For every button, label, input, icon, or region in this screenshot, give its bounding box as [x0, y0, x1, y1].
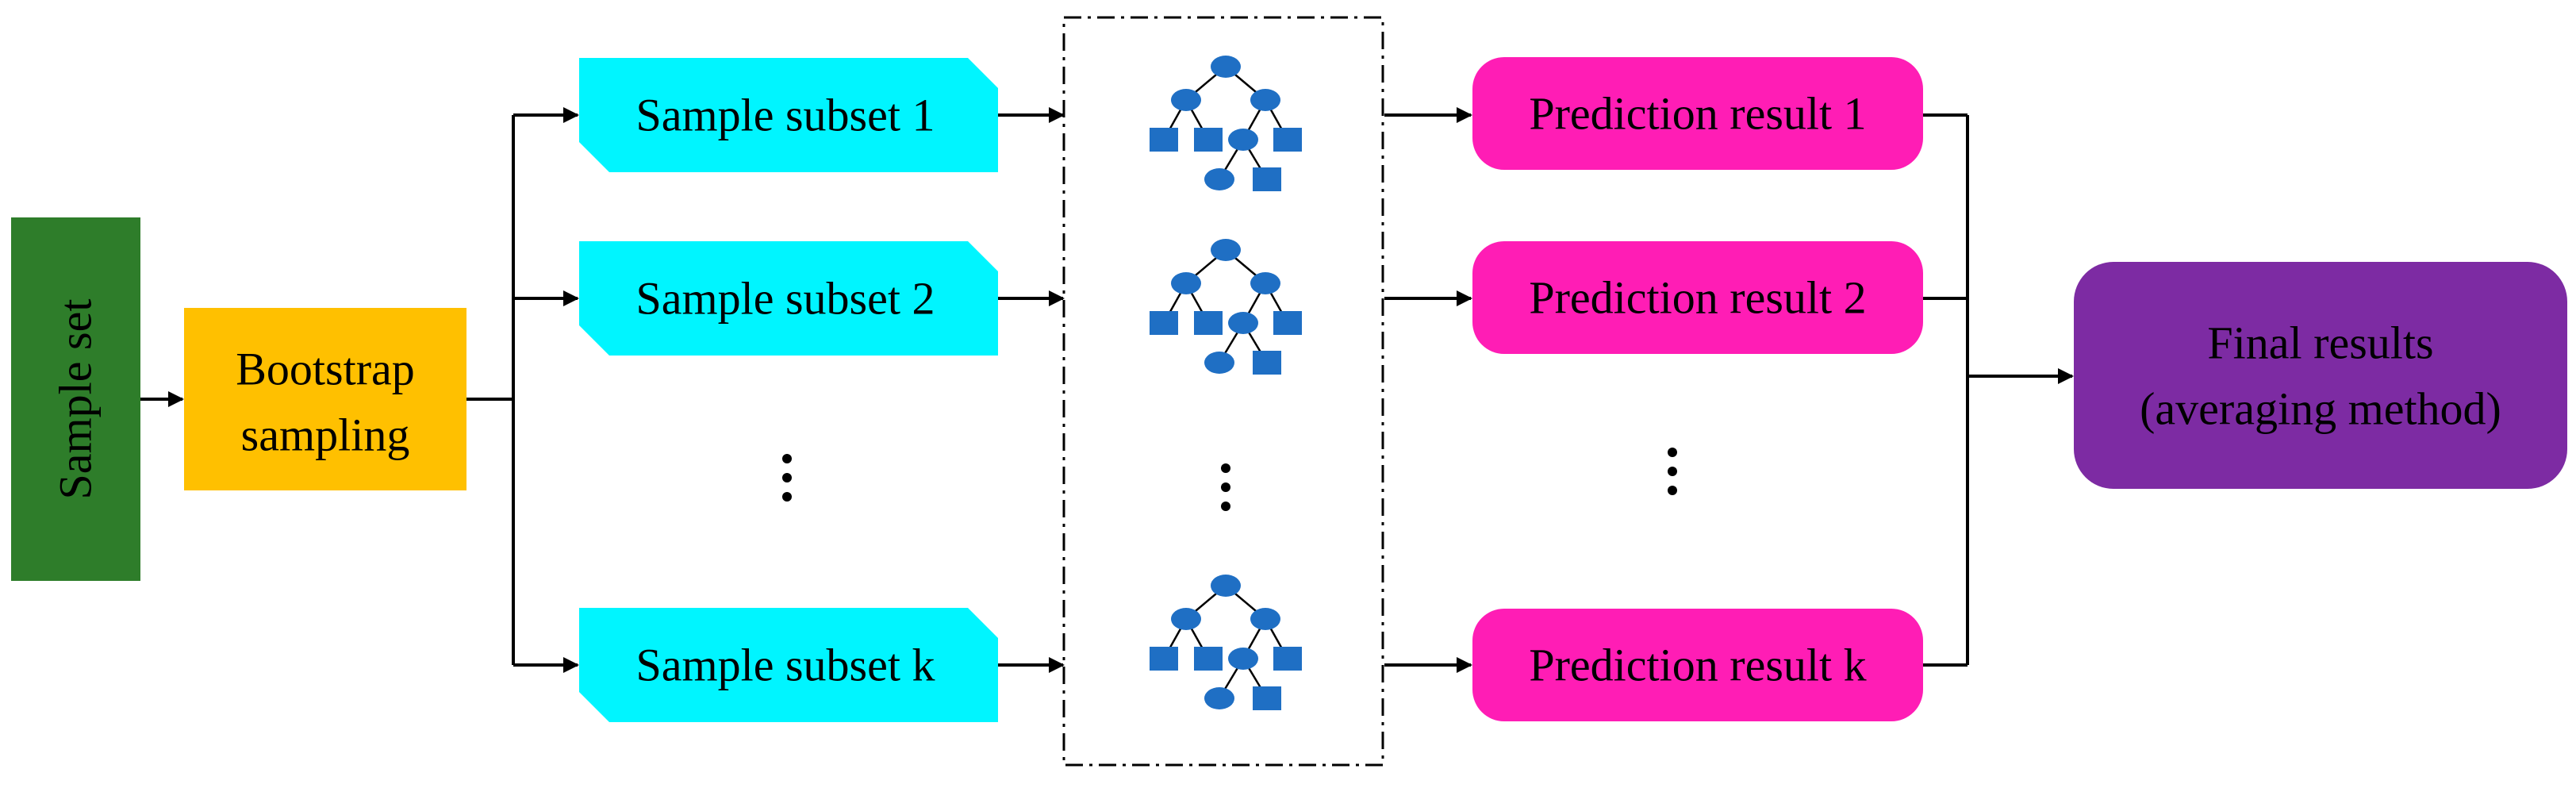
tree-split-node: [1250, 608, 1280, 630]
final-results-line1: Final results: [2207, 317, 2433, 369]
prediction-result-2-label: Prediction result 2: [1529, 272, 1866, 324]
prediction-result-2-box: [1472, 241, 1923, 354]
bootstrap-sampling-box: [184, 308, 466, 490]
tree-leaf-node: [1253, 686, 1281, 710]
sample-subset-2-label: Sample subset 2: [636, 273, 935, 325]
bootstrap-sampling-node: Bootstrap sampling: [184, 308, 466, 490]
sample-subset-k-label: Sample subset k: [636, 640, 935, 691]
decision-tree-icon-k: [1150, 575, 1302, 710]
sample-subset-2-box: [579, 241, 998, 356]
prediction-result-2: Prediction result 2: [1472, 241, 1923, 354]
sample-set-node: Sample set: [11, 217, 140, 581]
tree-split-node: [1211, 575, 1241, 597]
tree-leaf-node: [1194, 311, 1223, 335]
tree-leaf-node: [1150, 647, 1178, 671]
tree-ellipsis: [1221, 463, 1230, 511]
final-results-node: Final results (averaging method): [2074, 262, 2567, 489]
tree-ensemble-frame: [1062, 16, 1384, 767]
decision-tree-icon-2: [1150, 239, 1302, 375]
tree-leaf-node: [1253, 351, 1281, 375]
tree-split-node: [1204, 168, 1234, 190]
final-results-line2: (averaging method): [2140, 383, 2501, 435]
sample-subset-1-box: [579, 58, 998, 172]
tree-leaf-node: [1253, 167, 1281, 191]
sample-set-label: Sample set: [50, 299, 102, 500]
sample-subset-1-label: Sample subset 1: [636, 90, 935, 141]
tree-split-node: [1211, 56, 1241, 78]
tree-split-node: [1250, 272, 1280, 294]
sample-subset-2: Sample subset 2: [579, 241, 998, 356]
prediction-result-k-box: [1472, 609, 1923, 721]
prediction-result-1: Prediction result 1: [1472, 57, 1923, 170]
subset-ellipsis: [782, 454, 792, 502]
sample-set-box: [11, 217, 140, 581]
tree-split-node: [1228, 129, 1258, 151]
connectors: [140, 107, 2074, 673]
sample-subset-k: Sample subset k: [579, 608, 998, 722]
tree-leaf-node: [1273, 128, 1302, 152]
final-results-box: [2074, 262, 2567, 489]
decision-tree-icon-1: [1150, 56, 1302, 191]
prediction-result-k: Prediction result k: [1472, 609, 1923, 721]
tree-split-node: [1171, 89, 1201, 111]
tree-leaf-node: [1273, 311, 1302, 335]
tree-split-node: [1228, 312, 1258, 334]
bootstrap-sampling-line2: sampling: [241, 409, 410, 461]
tree-split-node: [1228, 648, 1258, 670]
tree-split-node: [1250, 89, 1280, 111]
bootstrap-sampling-line1: Bootstrap: [236, 344, 415, 395]
prediction-result-k-label: Prediction result k: [1529, 640, 1866, 691]
tree-leaf-node: [1194, 647, 1223, 671]
tree-leaf-node: [1150, 311, 1178, 335]
tree-split-node: [1204, 352, 1234, 374]
tree-split-node: [1204, 687, 1234, 709]
tree-leaf-node: [1194, 128, 1223, 152]
sample-subset-1: Sample subset 1: [579, 58, 998, 172]
tree-split-node: [1171, 608, 1201, 630]
sample-subset-k-box: [579, 608, 998, 722]
prediction-result-1-box: [1472, 57, 1923, 170]
prediction-result-1-label: Prediction result 1: [1529, 88, 1866, 140]
tree-split-node: [1211, 239, 1241, 261]
tree-leaf-node: [1150, 128, 1178, 152]
prediction-ellipsis: [1668, 448, 1677, 495]
tree-split-node: [1171, 272, 1201, 294]
tree-leaf-node: [1273, 647, 1302, 671]
